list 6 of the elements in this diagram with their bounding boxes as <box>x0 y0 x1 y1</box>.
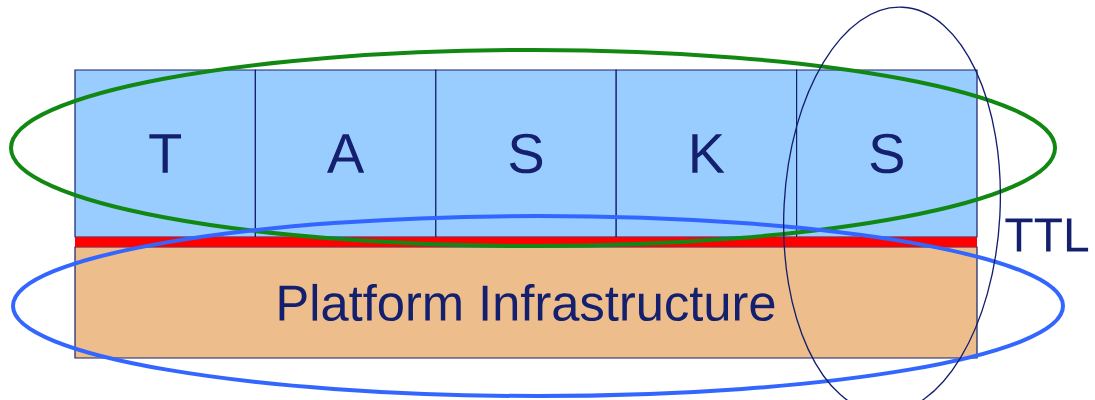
platform-box: Platform Infrastructure <box>74 246 978 359</box>
ttl-label: TTL <box>1005 218 1089 252</box>
task-cell: A <box>254 69 437 238</box>
task-cell: K <box>615 69 798 238</box>
task-cell: S <box>435 69 617 238</box>
task-cell: T <box>74 69 256 238</box>
